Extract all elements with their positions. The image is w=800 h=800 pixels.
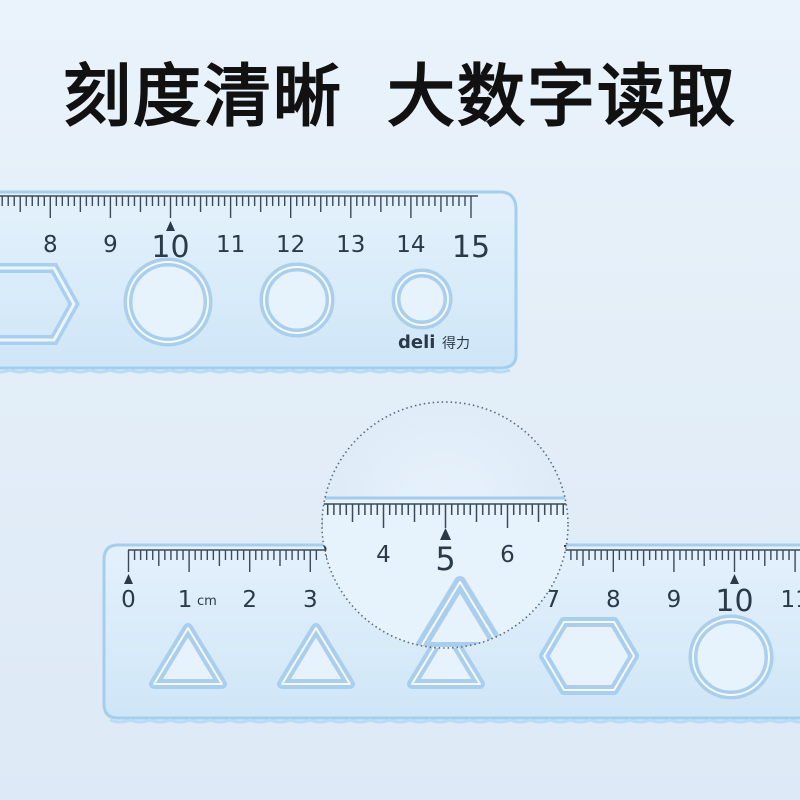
headline: 刻度清晰 大数字读取: [0, 40, 800, 140]
bottom-marker-0: [124, 574, 133, 584]
bottom-marker-10: [730, 574, 739, 584]
ruler-number: 15: [452, 230, 490, 265]
ruler-number: 10: [715, 584, 753, 619]
ruler-number: 14: [396, 232, 425, 258]
headline-right: 大数字读取: [387, 57, 738, 137]
ruler-number: 8: [606, 587, 621, 613]
magnifier: 34567: [321, 401, 569, 649]
bottom-ruler-numbers: 0 1 2 3 7 8 9 10 11: [121, 584, 800, 619]
ruler-number: 6: [500, 542, 515, 568]
top-brand-cn: 得力: [442, 335, 470, 352]
ruler-number: 9: [667, 587, 682, 613]
top-marker-10: [166, 221, 175, 231]
ruler-number: 2: [242, 587, 257, 613]
magnifier-marker-5: [440, 528, 451, 540]
ruler-number: 4: [376, 542, 391, 568]
ruler-number: 12: [276, 232, 305, 258]
ruler-number: 9: [103, 232, 118, 258]
bottom-unit-label: cm: [197, 594, 217, 609]
top-brand-logo: deli: [398, 332, 435, 353]
headline-left: 刻度清晰: [62, 57, 343, 137]
ruler-number: 5: [435, 540, 455, 578]
ruler-number: 1: [178, 587, 193, 613]
ruler-number: 3: [303, 587, 318, 613]
top-ruler-body: [0, 190, 518, 370]
ruler-number: 13: [336, 232, 365, 258]
top-ruler-ticks: [1, 196, 472, 218]
ruler-number: 0: [121, 587, 136, 613]
ruler-number: 11: [216, 232, 245, 258]
magnifier-ring: [321, 401, 569, 649]
ruler-number: 11: [780, 587, 800, 613]
ruler-number: 7: [545, 587, 560, 613]
bottom-ruler-ticks: [127, 550, 796, 572]
ruler-number: 8: [43, 232, 58, 258]
magnifier-ticks: [322, 504, 565, 528]
